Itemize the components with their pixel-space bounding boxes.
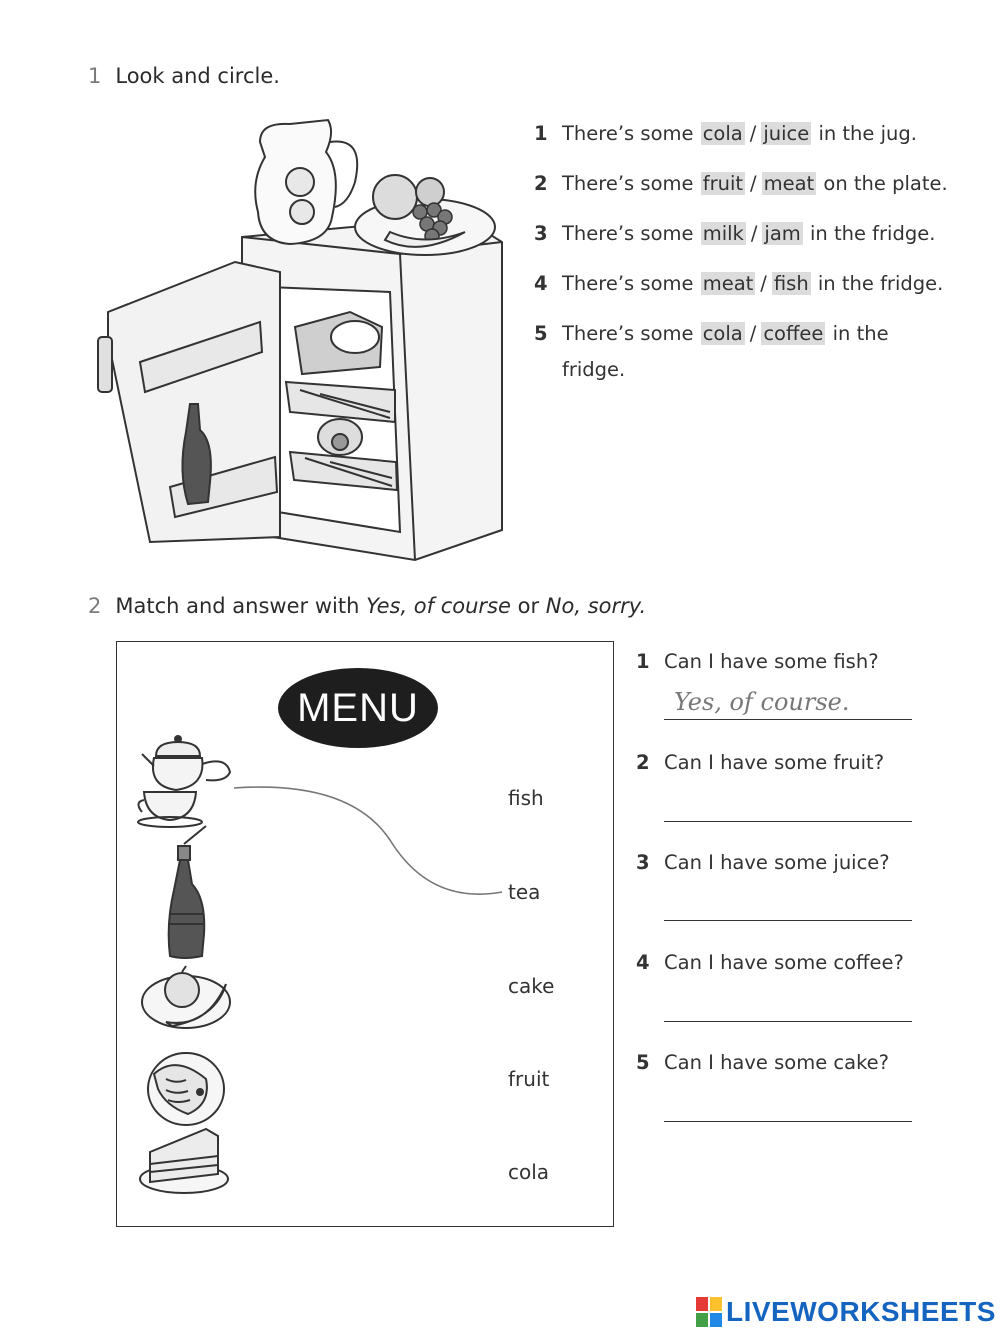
option-meat[interactable]: meat	[761, 172, 817, 195]
cola-bottle-icon	[167, 825, 207, 959]
option-fruit[interactable]: fruit	[700, 172, 746, 195]
option-cola[interactable]: cola	[700, 322, 745, 345]
option-milk[interactable]: milk	[700, 222, 746, 245]
question-5: 5 Can I have some cake?	[636, 1051, 890, 1074]
sentence-5: 5 There’s some cola / coffee in the	[534, 322, 889, 345]
brand-text: LIVEWORKSHEETS	[726, 1296, 996, 1327]
option-cola[interactable]: cola	[700, 122, 745, 145]
fish-plate-icon	[147, 1052, 225, 1126]
teapot-cup-icon	[137, 735, 232, 828]
sentence-4: 4 There’s some meat / fish in the fridge…	[534, 272, 944, 295]
sentence-3: 3 There’s some milk / jam in the fridge.	[534, 222, 936, 245]
menu-title: MENU	[297, 685, 419, 730]
instruction-or: or	[517, 594, 540, 618]
menu-word-tea[interactable]: tea	[508, 880, 541, 904]
answer-input-1[interactable]	[664, 684, 912, 720]
answer-input-5[interactable]	[664, 1086, 912, 1122]
sentence-1: 1 There’s some cola / juice in the jug.	[534, 122, 917, 145]
question-3: 3 Can I have some juice?	[636, 851, 890, 874]
instruction-no: No, sorry.	[545, 594, 647, 618]
fridge-illustration	[97, 118, 503, 562]
menu-word-cake[interactable]: cake	[508, 974, 555, 998]
exercise-2-heading: 2 Match and answer with Yes, of course o…	[88, 594, 646, 618]
menu-title-oval: MENU	[278, 668, 438, 748]
instruction-text: Match and answer with	[115, 594, 360, 618]
menu-illustrations	[137, 735, 232, 1194]
option-jam[interactable]: jam	[762, 222, 803, 245]
option-coffee[interactable]: coffee	[761, 322, 826, 345]
option-fish[interactable]: fish	[771, 272, 811, 295]
exercise-1-heading: 1 Look and circle.	[88, 64, 280, 88]
instruction-yes: Yes, of course	[366, 594, 511, 618]
exercise-number: 1	[88, 64, 102, 88]
question-4: 4 Can I have some coffee?	[636, 951, 904, 974]
sentence-2: 2 There’s some fruit / meat on the plate…	[534, 172, 948, 195]
answer-input-4[interactable]	[664, 986, 912, 1022]
exercise-instruction: Look and circle.	[115, 64, 280, 88]
menu-word-fish[interactable]: fish	[508, 786, 544, 810]
liveworksheets-brand: LIVEWORKSHEETS	[696, 1296, 996, 1328]
exercise-number: 2	[88, 594, 102, 618]
cake-icon	[139, 1127, 229, 1194]
match-line	[233, 786, 503, 895]
menu-box	[116, 641, 614, 1227]
question-1: 1 Can I have some fish?	[636, 650, 879, 673]
fruit-plate-icon	[141, 965, 231, 1029]
answer-input-3[interactable]	[664, 885, 912, 921]
answer-input-2[interactable]	[664, 786, 912, 822]
liveworksheets-logo-icon	[696, 1297, 722, 1327]
menu-word-cola[interactable]: cola	[508, 1160, 550, 1184]
question-2: 2 Can I have some fruit?	[636, 751, 885, 774]
menu-word-fruit[interactable]: fruit	[508, 1067, 550, 1091]
option-meat[interactable]: meat	[700, 272, 756, 295]
option-juice[interactable]: juice	[761, 122, 812, 145]
sentence-5-continuation: fridge.	[562, 358, 626, 381]
